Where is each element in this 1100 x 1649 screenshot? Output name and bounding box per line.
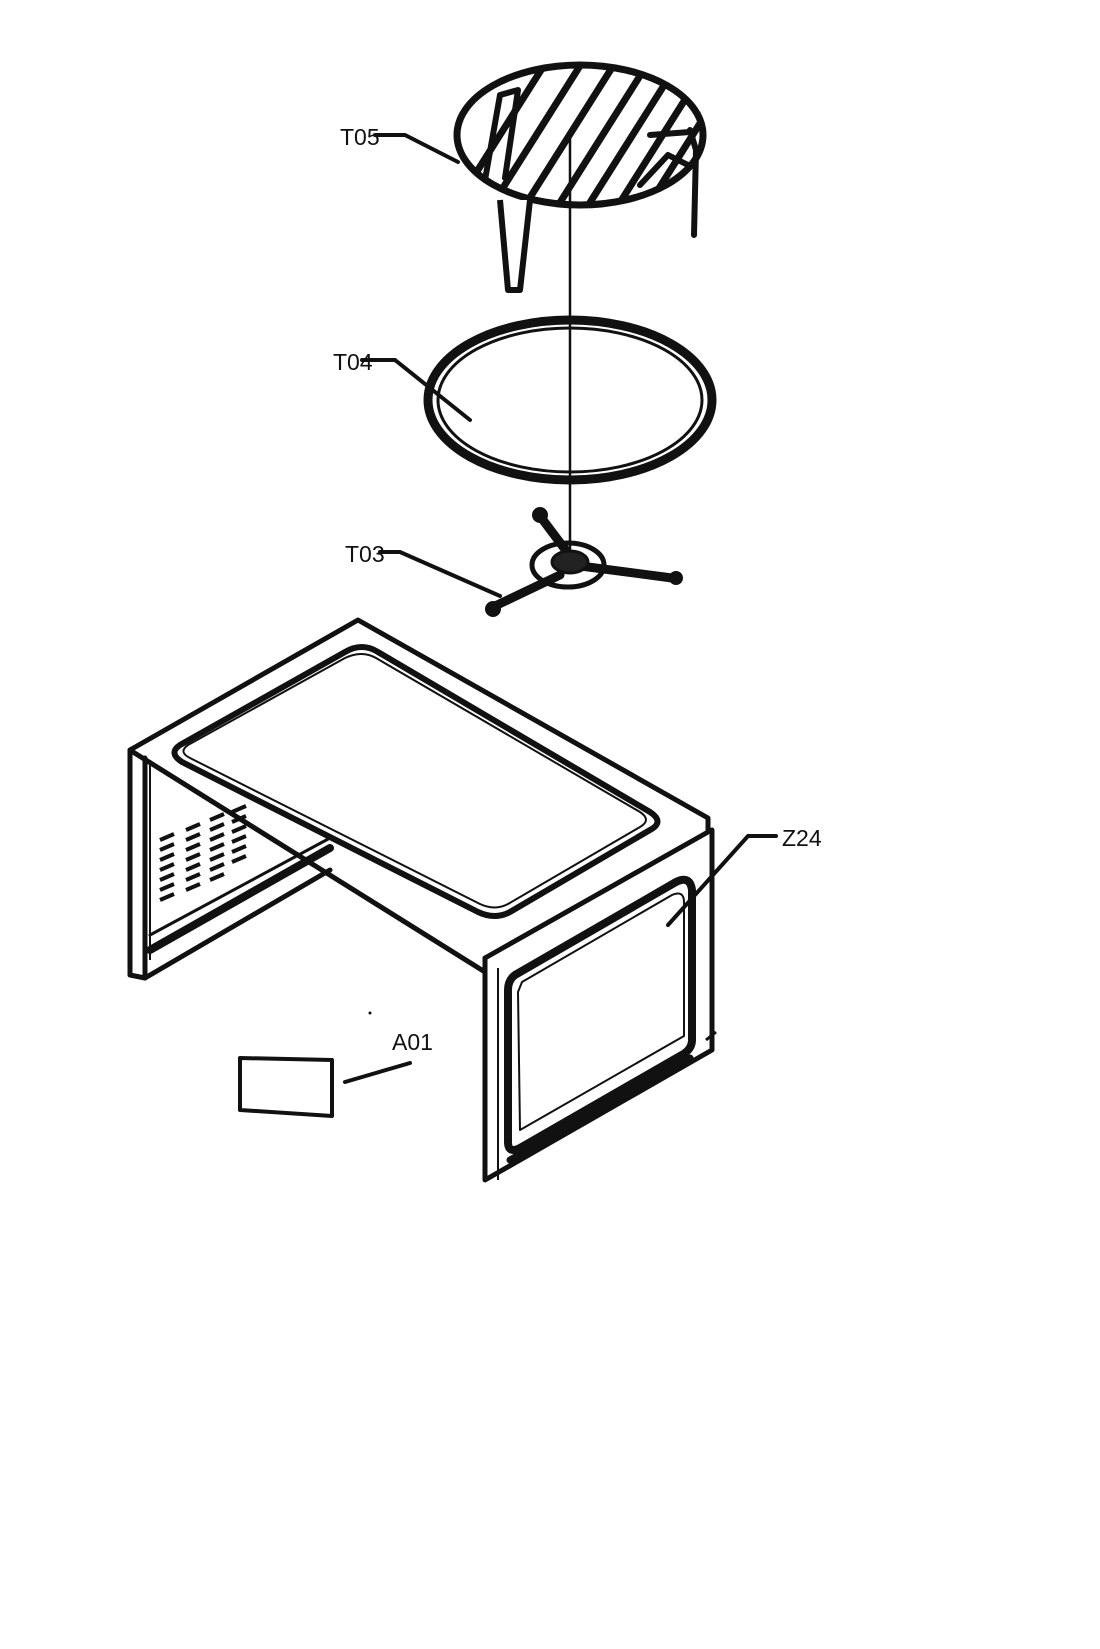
t04-leader bbox=[360, 358, 472, 422]
label-z24: Z24 bbox=[782, 825, 822, 851]
manual-card-part bbox=[238, 1056, 334, 1118]
t03-leader bbox=[378, 550, 502, 598]
z24-leader bbox=[666, 834, 778, 927]
leader-lines bbox=[343, 133, 778, 1084]
a01-leader bbox=[343, 1061, 412, 1084]
label-t05: T05 bbox=[340, 124, 380, 150]
t05-leader bbox=[373, 133, 460, 164]
label-t03: T03 bbox=[345, 541, 385, 567]
speck-mark bbox=[368, 1011, 372, 1015]
label-t04: T04 bbox=[333, 349, 373, 375]
label-a01: A01 bbox=[392, 1029, 433, 1055]
coupler-part bbox=[485, 507, 683, 617]
outer-cabinet-part bbox=[127, 617, 717, 1183]
roller-ring-part bbox=[423, 315, 717, 485]
grill-rack-part bbox=[453, 61, 707, 293]
